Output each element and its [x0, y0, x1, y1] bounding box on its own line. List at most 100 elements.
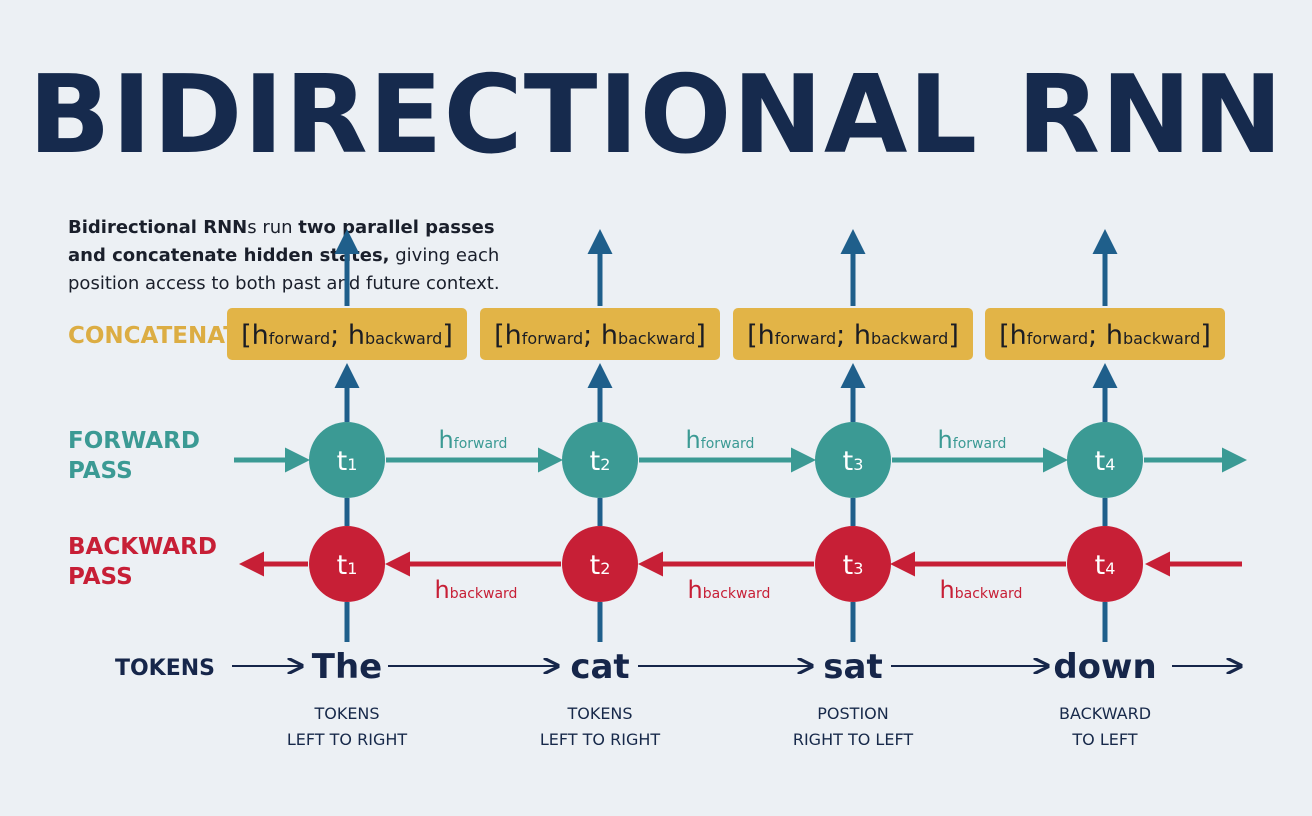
concat-text-4-base: ; h — [1088, 320, 1123, 351]
caption-3-line-2: RIGHT TO LEFT — [792, 730, 914, 749]
caption-1: TOKENS LEFT TO RIGHT — [247, 701, 447, 753]
concat-text-3-sub: forward — [775, 329, 836, 348]
forward-state-label-2-sub: forward — [701, 436, 755, 452]
forward-node-label-1: t1 — [337, 446, 358, 477]
concat-text-4-sub: forward — [1027, 329, 1088, 348]
forward-node-label-3-base: t — [843, 446, 854, 477]
caption-1-line-2: LEFT TO RIGHT — [286, 730, 408, 749]
backward-label-line-1: BACKWARD — [68, 534, 217, 560]
forward-state-label-3: hforward — [938, 426, 1007, 454]
forward-node-label-2: t2 — [590, 446, 611, 477]
backward-state-label-1: hbackward — [435, 576, 518, 604]
backward-node-4 — [1067, 526, 1143, 602]
forward-node-label-3: t3 — [843, 446, 864, 477]
forward-label-line-1: FORWARD — [68, 428, 200, 454]
forward-state-label-2-base: h — [686, 426, 701, 454]
backward-state-label-2-sub: backward — [703, 586, 771, 602]
concat-text-2-base: [h — [494, 320, 522, 351]
forward-state-label-3-sub: forward — [953, 436, 1007, 452]
forward-node-label-1-sub: 1 — [347, 455, 357, 474]
concat-box-1 — [227, 308, 467, 360]
concat-text-1-base: ] — [442, 320, 453, 351]
backward-state-label-3: hbackward — [940, 576, 1023, 604]
backward-node-label-2-base: t — [590, 550, 601, 581]
backward-pass-label: BACKWARD PASS — [68, 532, 217, 592]
forward-node-label-2-sub: 2 — [600, 455, 610, 474]
tokens-label: TOKENS — [115, 656, 215, 681]
intro-text-1: s run — [247, 217, 299, 238]
concat-text-2-base: ] — [695, 320, 706, 351]
forward-state-label-2: hforward — [686, 426, 755, 454]
caption-2-line-2: LEFT TO RIGHT — [539, 730, 661, 749]
caption-1-line-1: TOKENS — [314, 704, 380, 723]
caption-4-line-1: BACKWARD — [1058, 704, 1152, 723]
token-3: sat — [823, 647, 882, 687]
concat-text-3-base: ] — [948, 320, 959, 351]
intro-text-3: position access to both past and future … — [68, 273, 500, 294]
backward-node-label-2-sub: 2 — [600, 559, 610, 578]
concat-text-2-base: ; h — [583, 320, 618, 351]
concat-box-2 — [480, 308, 720, 360]
forward-label-line-2: PASS — [68, 458, 133, 484]
token-1: The — [312, 647, 382, 687]
concat-text-2: [hforward; hbackward] — [494, 320, 706, 351]
forward-state-label-3-base: h — [938, 426, 953, 454]
backward-node-label-2: t2 — [590, 550, 611, 581]
forward-state-label-1: hforward — [439, 426, 508, 454]
concat-text-4-base: [h — [999, 320, 1027, 351]
backward-node-label-3: t3 — [843, 550, 864, 581]
forward-node-label-3-sub: 3 — [853, 455, 863, 474]
forward-node-label-4-base: t — [1095, 446, 1106, 477]
forward-node-1 — [309, 422, 385, 498]
concat-text-3-base: ; h — [836, 320, 871, 351]
backward-node-label-1-sub: 1 — [347, 559, 357, 578]
forward-state-label-1-sub: forward — [454, 436, 508, 452]
concat-box-3 — [733, 308, 973, 360]
backward-node-label-4: t4 — [1095, 550, 1116, 581]
backward-node-label-1-base: t — [337, 550, 348, 581]
caption-4: BACKWARD TO LEFT — [1005, 701, 1205, 753]
forward-node-label-4-sub: 4 — [1105, 455, 1115, 474]
backward-label-line-2: PASS — [68, 564, 133, 590]
backward-node-label-3-sub: 3 — [853, 559, 863, 578]
concat-text-4: [hforward; hbackward] — [999, 320, 1211, 351]
concat-text-4-base: ] — [1200, 320, 1211, 351]
backward-node-label-4-base: t — [1095, 550, 1106, 581]
backward-node-1 — [309, 526, 385, 602]
concat-text-2-sub: forward — [522, 329, 583, 348]
concat-text-3: [hforward; hbackward] — [747, 320, 959, 351]
forward-node-label-2-base: t — [590, 446, 601, 477]
forward-node-label-4: t4 — [1095, 446, 1116, 477]
backward-node-label-1: t1 — [337, 550, 358, 581]
concat-text-3-sub: backward — [871, 329, 948, 348]
backward-state-label-2: hbackward — [688, 576, 771, 604]
page-title: BIDIRECTIONAL RNN — [28, 53, 1284, 178]
intro-text: Bidirectional RNNs run two parallel pass… — [68, 214, 588, 298]
concat-text-1-sub: backward — [365, 329, 442, 348]
caption-3-line-1: POSTION — [817, 704, 889, 723]
forward-state-label-1-base: h — [439, 426, 454, 454]
backward-node-label-3-base: t — [843, 550, 854, 581]
token-2: cat — [570, 647, 629, 687]
backward-state-label-1-sub: backward — [450, 586, 518, 602]
concat-text-1-base: [h — [241, 320, 269, 351]
forward-node-label-1-base: t — [337, 446, 348, 477]
caption-4-line-2: TO LEFT — [1072, 730, 1138, 749]
intro-bold-1: Bidirectional RNN — [68, 217, 248, 238]
token-4: down — [1053, 647, 1156, 687]
concat-text-1: [hforward; hbackward] — [241, 320, 453, 351]
backward-state-label-2-base: h — [688, 576, 703, 604]
concat-text-4-sub: backward — [1123, 329, 1200, 348]
concat-text-1-sub: forward — [269, 329, 330, 348]
concat-text-1-base: ; h — [330, 320, 365, 351]
forward-node-4 — [1067, 422, 1143, 498]
concat-text-3-base: [h — [747, 320, 775, 351]
concat-text-2-sub: backward — [618, 329, 695, 348]
forward-pass-label: FORWARD PASS — [68, 426, 200, 486]
backward-state-label-3-sub: backward — [955, 586, 1023, 602]
concat-box-4 — [985, 308, 1225, 360]
backward-state-label-3-base: h — [940, 576, 955, 604]
intro-bold-3: and concatenate hidden states, — [68, 245, 390, 266]
